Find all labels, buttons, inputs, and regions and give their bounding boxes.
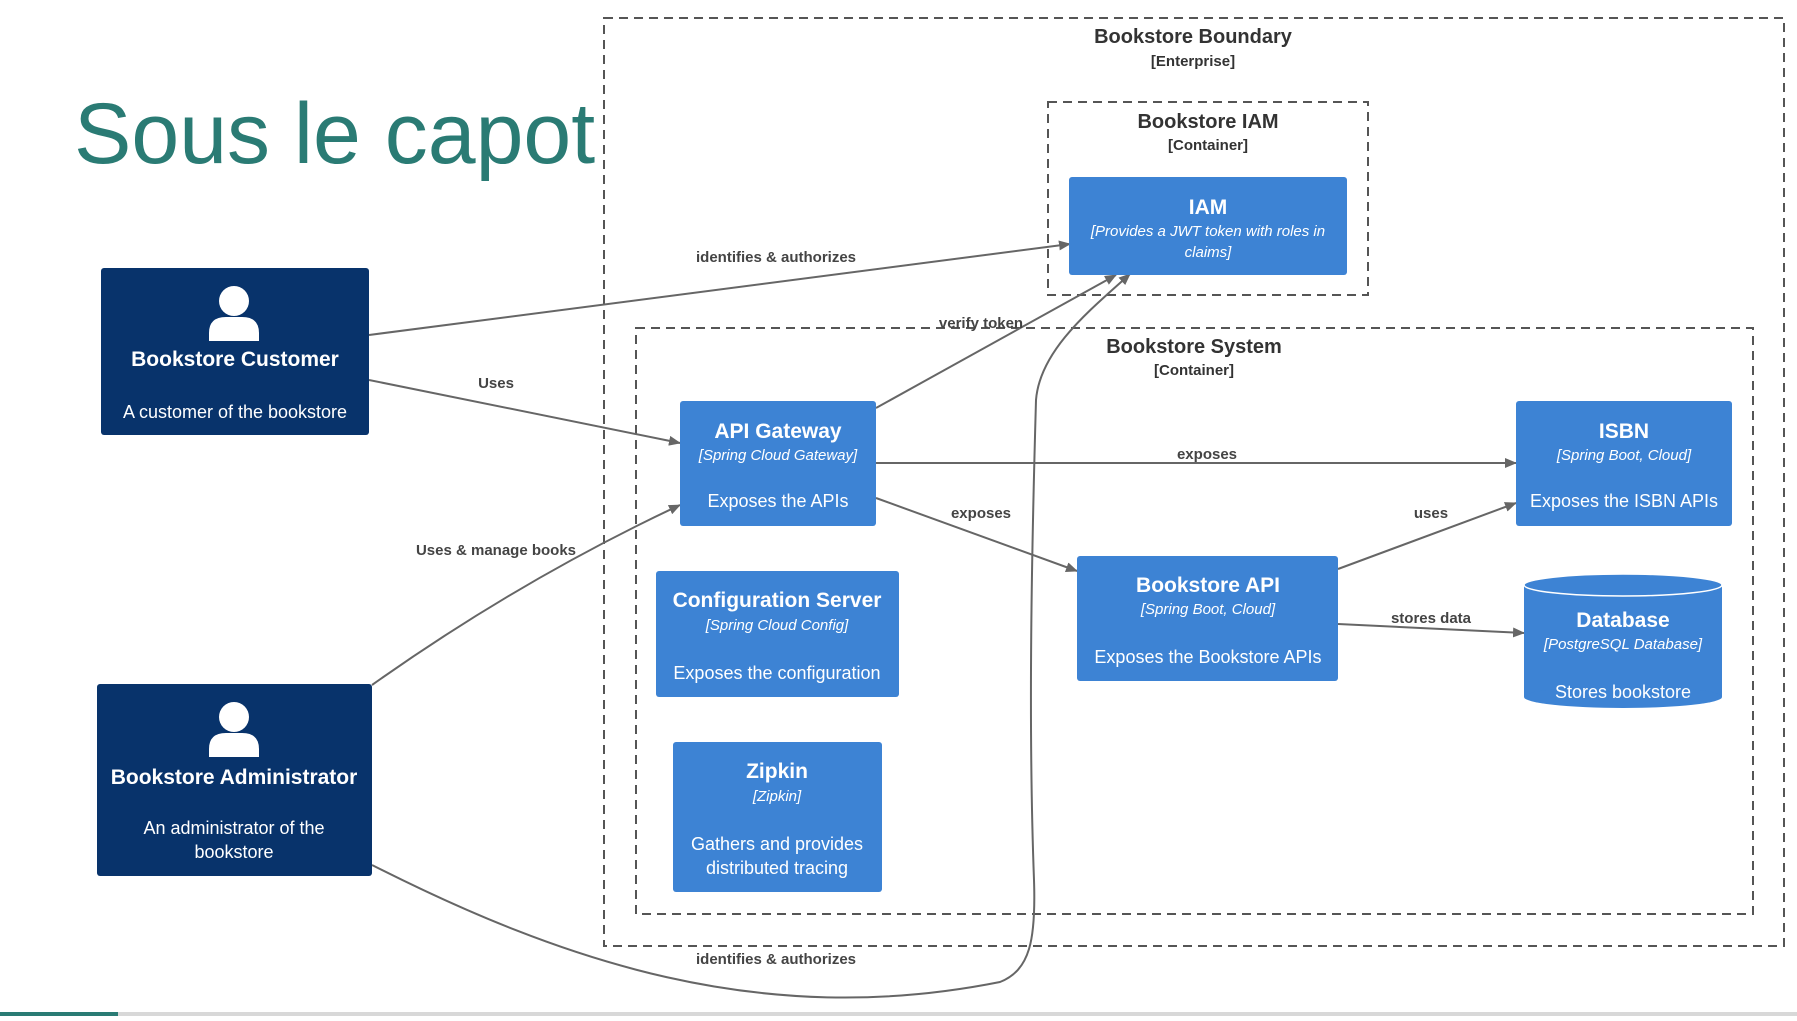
container-name: API Gateway <box>714 420 842 443</box>
edge-gateway-iam <box>875 274 1117 409</box>
person-bookstore-customer[interactable]: Bookstore Customer A customer of the boo… <box>101 268 369 435</box>
container-zipkin[interactable]: Zipkin [Zipkin] Gathers and provides dis… <box>673 742 882 892</box>
person-name: Bookstore Administrator <box>111 766 358 789</box>
edge-bookstore-api-database <box>1337 623 1525 638</box>
container-name: Configuration Server <box>673 589 882 612</box>
container-tech-line-2: claims] <box>1185 244 1233 261</box>
person-bookstore-administrator[interactable]: Bookstore Administrator An administrator… <box>97 684 372 876</box>
container-isbn[interactable]: ISBN [Spring Boot, Cloud] Exposes the IS… <box>1516 401 1732 526</box>
container-description: Exposes the ISBN APIs <box>1530 491 1718 511</box>
edge-label-admin-iam: identifies & authorizes <box>696 951 856 968</box>
person-name: Bookstore Customer <box>131 348 339 371</box>
iam-boundary: Bookstore IAM [Container] <box>1047 101 1369 296</box>
container-name: Bookstore API <box>1136 574 1280 597</box>
edge-label-gateway-bookstore-api: exposes <box>951 505 1011 522</box>
person-icon <box>209 286 259 341</box>
container-tech: [Zipkin] <box>752 788 802 805</box>
container-description: Exposes the Bookstore APIs <box>1094 647 1321 667</box>
container-tech: [Spring Cloud Gateway] <box>698 447 858 464</box>
edge-label-customer-gateway: Uses <box>478 375 514 392</box>
person-icon <box>209 702 259 757</box>
container-description: Exposes the configuration <box>673 663 880 683</box>
container-description-line-1: Gathers and provides <box>691 834 863 854</box>
container-bookstore-api[interactable]: Bookstore API [Spring Boot, Cloud] Expos… <box>1077 556 1338 681</box>
edge-label-gateway-iam: verify token <box>939 315 1023 332</box>
edge-admin-gateway <box>371 504 681 686</box>
edge-label-gateway-isbn: exposes <box>1177 446 1237 463</box>
container-tech: [Spring Boot, Cloud] <box>1556 447 1692 464</box>
person-description-line-2: bookstore <box>194 842 273 862</box>
container-description: Stores bookstore <box>1555 682 1691 702</box>
edge-label-bookstore-api-database: stores data <box>1391 610 1472 627</box>
container-description: Exposes the APIs <box>707 491 848 511</box>
slide-title: Sous le capot <box>74 86 595 182</box>
boundary-title: Bookstore Boundary <box>1094 26 1293 48</box>
system-boundary: Bookstore System [Container] <box>635 327 1754 915</box>
footer-bar <box>0 1012 1797 1016</box>
container-description-line-2: distributed tracing <box>706 858 848 878</box>
edge-bookstore-api-isbn <box>1337 502 1517 570</box>
system-boundary-type: [Container] <box>1154 362 1234 379</box>
edge-gateway-bookstore-api <box>875 497 1078 572</box>
container-iam[interactable]: IAM [Provides a JWT token with roles in … <box>1069 177 1347 275</box>
container-database[interactable]: Database [PostgreSQL Database] Stores bo… <box>1523 573 1723 708</box>
container-api-gateway[interactable]: API Gateway [Spring Cloud Gateway] Expos… <box>680 401 876 526</box>
container-configuration-server[interactable]: Configuration Server [Spring Cloud Confi… <box>656 571 899 697</box>
container-tech-line-1: [Provides a JWT token with roles in <box>1090 223 1325 240</box>
iam-boundary-title: Bookstore IAM <box>1137 111 1278 133</box>
boundary-type: [Enterprise] <box>1151 53 1235 70</box>
container-tech: [Spring Boot, Cloud] <box>1140 601 1276 618</box>
person-description-line-1: An administrator of the <box>143 818 324 838</box>
iam-boundary-type: [Container] <box>1168 137 1248 154</box>
edge-customer-gateway <box>368 379 681 446</box>
container-name: Zipkin <box>746 760 808 783</box>
container-tech: [Spring Cloud Config] <box>705 617 849 634</box>
edge-label-bookstore-api-isbn: uses <box>1414 505 1448 522</box>
edges <box>368 240 1525 999</box>
edge-customer-iam <box>368 240 1071 336</box>
container-name: ISBN <box>1599 420 1649 443</box>
edge-label-admin-gateway: Uses & manage books <box>416 542 576 559</box>
system-boundary-title: Bookstore System <box>1106 336 1282 358</box>
container-tech: [PostgreSQL Database] <box>1543 636 1703 653</box>
bookstore-boundary: Bookstore Boundary [Enterprise] <box>603 17 1785 947</box>
edge-label-customer-iam: identifies & authorizes <box>696 249 856 266</box>
container-name: Database <box>1576 609 1669 632</box>
container-name: IAM <box>1189 196 1228 219</box>
person-description: A customer of the bookstore <box>123 402 347 422</box>
edge-admin-iam <box>371 273 1131 999</box>
